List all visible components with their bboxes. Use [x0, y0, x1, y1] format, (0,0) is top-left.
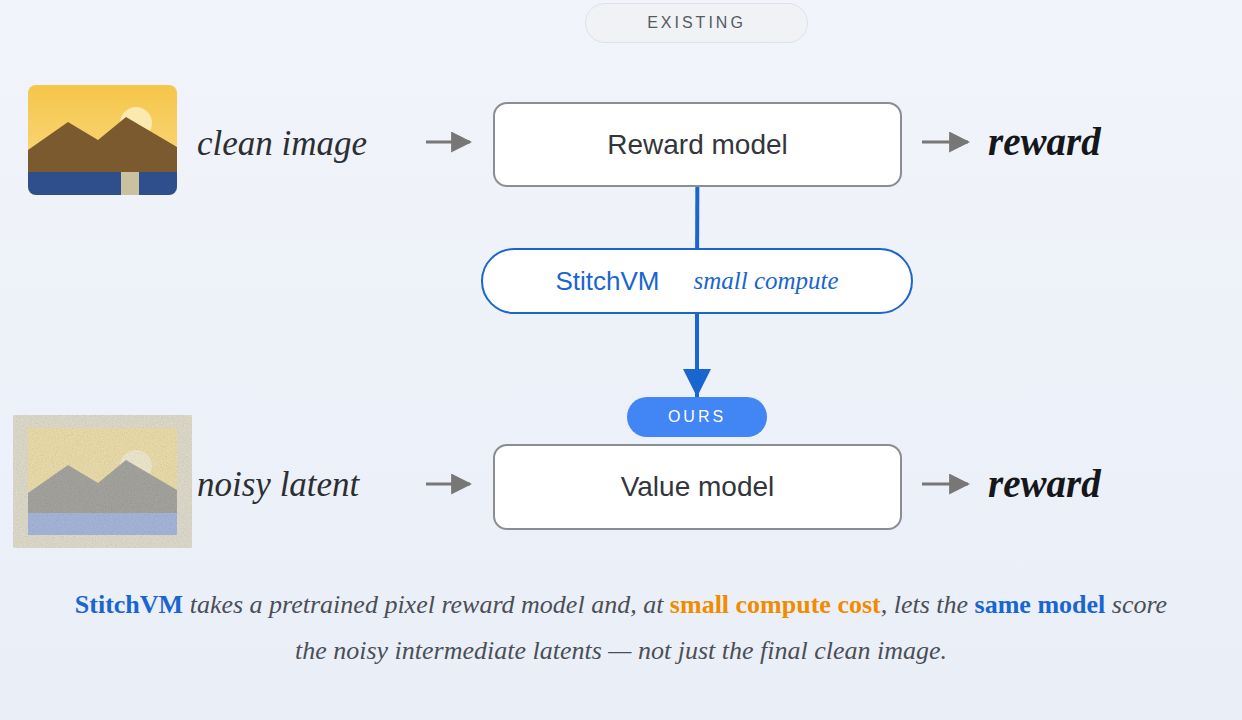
section-pill: EXISTING	[585, 3, 808, 43]
model-box: Value model	[493, 444, 902, 530]
caption-highlight: same model	[975, 590, 1106, 619]
section-tag: OURS	[668, 408, 726, 426]
method-pill: StitchVM small compute	[481, 248, 913, 314]
noisy-latent-icon	[13, 415, 192, 548]
method-name: StitchVM	[555, 266, 659, 297]
section-tag: EXISTING	[647, 14, 746, 32]
caption-highlight: small compute cost	[670, 590, 881, 619]
model-box: Reward model	[493, 102, 902, 187]
caption-highlight: StitchVM	[75, 590, 183, 619]
caption-text: takes a pretrained pixel reward model an…	[183, 590, 670, 619]
clean-image-icon	[28, 85, 177, 195]
input-arrow	[426, 141, 470, 144]
caption-text: , lets the	[881, 590, 975, 619]
input-label: clean image	[197, 126, 367, 161]
box-title: Value model	[621, 471, 775, 503]
method-note: small compute	[693, 267, 838, 295]
box-title: Reward model	[607, 129, 788, 161]
flow-connector	[695, 187, 699, 248]
input-arrow	[426, 483, 470, 486]
flow-connector	[695, 314, 699, 397]
output-label: reward	[988, 122, 1101, 161]
figure-caption: StitchVM takes a pretrained pixel reward…	[60, 582, 1182, 674]
output-arrow	[922, 483, 968, 486]
output-arrow	[922, 141, 968, 144]
section-pill: OURS	[627, 397, 767, 437]
output-label: reward	[988, 464, 1101, 503]
input-label: noisy latent	[197, 467, 359, 502]
